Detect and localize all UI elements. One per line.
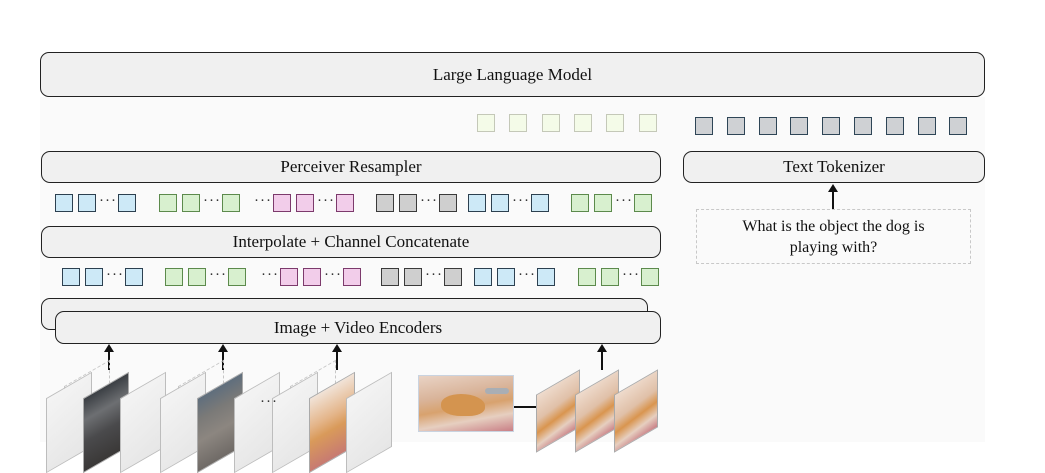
llm-label: Large Language Model [432, 64, 593, 84]
blue-token [125, 268, 143, 286]
blue-token [474, 268, 492, 286]
green-token [165, 268, 183, 286]
green-token [594, 194, 612, 212]
text-token [949, 117, 968, 135]
interpolate-label: Interpolate + Channel Concatenate [232, 232, 470, 251]
pink-token [280, 268, 298, 286]
text-token [695, 117, 713, 135]
pink-token [303, 268, 321, 286]
blue-token [531, 194, 549, 212]
text-token [726, 117, 745, 135]
frame-arrow-3 [332, 344, 342, 370]
green-token [188, 268, 206, 286]
visual-output-token [606, 114, 625, 132]
gray-token [439, 194, 457, 212]
token-ellipsis: ··· [317, 193, 335, 209]
token-ellipsis: ··· [622, 267, 640, 283]
token-ellipsis: ··· [615, 193, 633, 209]
large-language-model-block: Large Language Model [40, 52, 985, 97]
faucet-shape [485, 388, 509, 394]
blue-token [78, 194, 96, 212]
gray-token [404, 268, 422, 286]
frame-arrow-4 [597, 344, 607, 370]
token-ellipsis: ··· [512, 193, 530, 209]
token-ellipsis: ··· [324, 267, 342, 283]
token-ellipsis: ··· [518, 267, 536, 283]
visual-output-token [573, 114, 592, 132]
text-token [854, 117, 872, 135]
text-token [790, 117, 809, 135]
green-token [601, 268, 619, 286]
frame-arrow-1 [104, 344, 114, 370]
text-token [917, 117, 936, 135]
image-video-encoders-block: Image + Video Encoders [55, 311, 661, 344]
gray-token [399, 194, 417, 212]
text-tokenizer-label: Text Tokenizer [783, 157, 885, 176]
text-token [822, 117, 841, 135]
pink-token [343, 268, 361, 286]
question-to-tokenizer-arrow [828, 184, 838, 209]
input-image [418, 375, 514, 432]
pink-token [296, 194, 314, 212]
text-tokenizer-block: Text Tokenizer [683, 151, 985, 183]
pink-token [273, 194, 291, 212]
green-token [641, 268, 659, 286]
token-ellipsis: ··· [425, 267, 443, 283]
blue-token [85, 268, 103, 286]
frame-ellipsis: ··· [260, 394, 278, 410]
green-token [222, 194, 240, 212]
green-token [571, 194, 589, 212]
blue-token [468, 194, 486, 212]
green-token [182, 194, 200, 212]
visual-output-token [509, 114, 528, 132]
green-token [228, 268, 246, 286]
gray-token [376, 194, 394, 212]
green-token [578, 268, 596, 286]
token-ellipsis: ··· [106, 267, 124, 283]
token-ellipsis: ··· [99, 193, 117, 209]
question-text: What is the object the dog is playing wi… [742, 217, 925, 256]
dog-shape [441, 394, 485, 416]
visual-output-token [638, 114, 657, 132]
blue-token [491, 194, 509, 212]
token-ellipsis: ··· [254, 193, 272, 209]
perceiver-label: Perceiver Resampler [280, 157, 422, 176]
token-ellipsis: ··· [420, 193, 438, 209]
perceiver-resampler-block: Perceiver Resampler [41, 151, 661, 183]
blue-token [55, 194, 73, 212]
text-token [758, 117, 777, 135]
gray-token [381, 268, 399, 286]
frame-arrow-2 [218, 344, 228, 370]
question-box: What is the object the dog is playing wi… [696, 209, 971, 264]
token-ellipsis: ··· [203, 193, 221, 209]
blue-token [118, 194, 136, 212]
token-ellipsis: ··· [209, 267, 227, 283]
visual-output-token [477, 114, 495, 132]
pink-token [336, 194, 354, 212]
token-ellipsis: ··· [261, 267, 279, 283]
green-token [634, 194, 652, 212]
blue-token [62, 268, 80, 286]
green-token [159, 194, 177, 212]
encoders-label: Image + Video Encoders [273, 317, 443, 337]
gray-token [444, 268, 462, 286]
blue-token [537, 268, 555, 286]
blue-token [497, 268, 515, 286]
visual-output-token [541, 114, 560, 132]
text-token [885, 117, 904, 135]
interpolate-concatenate-block: Interpolate + Channel Concatenate [41, 226, 661, 258]
